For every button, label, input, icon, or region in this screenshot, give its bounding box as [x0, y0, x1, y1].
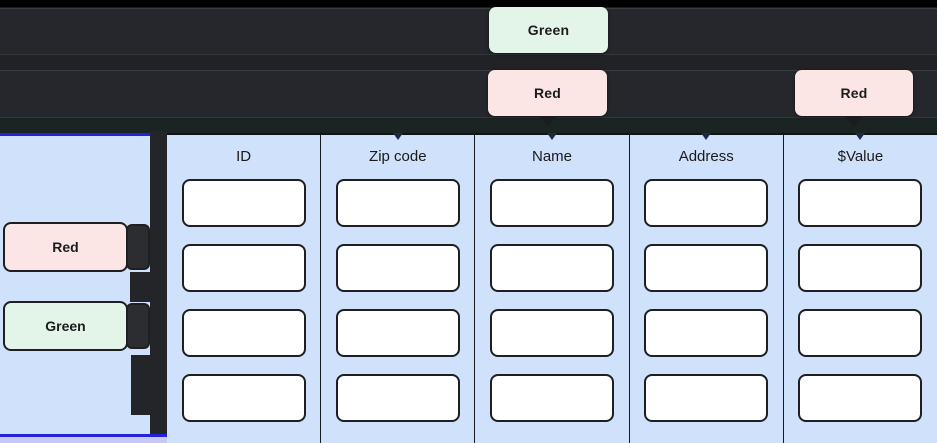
left-panel-bottom-seam: [0, 437, 167, 443]
top-black-strip: [0, 0, 937, 7]
backdrop-teal-strip: [0, 117, 937, 134]
floating-badge-red-name-column[interactable]: Red: [488, 70, 607, 116]
table-cell[interactable]: [644, 309, 769, 357]
table-cell[interactable]: [798, 179, 923, 227]
table-cell[interactable]: [490, 374, 614, 422]
left-panel-notch-lower: [131, 355, 150, 415]
badge-pointer-icon-name: [539, 116, 557, 127]
table-cell[interactable]: [181, 179, 306, 227]
table-cell[interactable]: [490, 244, 614, 292]
backdrop-band-2: [0, 70, 937, 118]
badge-pointer-icon-value: [845, 116, 863, 127]
table-cell[interactable]: [644, 179, 769, 227]
column-header: Zip code: [369, 148, 427, 165]
table-cell[interactable]: [490, 309, 614, 357]
table-cell[interactable]: [335, 374, 460, 422]
side-badge-red-shadow: [126, 224, 150, 270]
column-header: $Value: [837, 148, 884, 165]
table-cell[interactable]: [798, 309, 923, 357]
floating-badge-green[interactable]: Green: [489, 7, 608, 53]
table-cell[interactable]: [181, 309, 306, 357]
column-cells: [321, 179, 474, 422]
panel-table-divider: [150, 131, 167, 443]
table-cell[interactable]: [798, 244, 923, 292]
column-header: ID: [236, 148, 252, 165]
table-cell[interactable]: [181, 244, 306, 292]
column-marker-icon: [392, 133, 403, 140]
left-panel: [0, 133, 150, 437]
side-badge-green[interactable]: Green: [3, 301, 128, 351]
table-cell[interactable]: [181, 374, 306, 422]
column-cells: [630, 179, 783, 422]
table-cell[interactable]: [644, 374, 769, 422]
backdrop-band-1: [0, 8, 937, 55]
column-marker-icon: [855, 133, 866, 140]
table-column-name: Name: [475, 133, 630, 443]
table-cell[interactable]: [490, 179, 614, 227]
table-cell[interactable]: [335, 244, 460, 292]
column-header: Address: [678, 148, 734, 165]
table-column-address: Address: [630, 133, 784, 443]
left-panel-bottom-border: [0, 434, 167, 437]
column-header: Name: [532, 148, 573, 165]
side-badge-green-shadow: [126, 303, 150, 349]
column-marker-icon: [547, 133, 557, 140]
backdrop-gap: [0, 54, 937, 71]
table-cell[interactable]: [335, 309, 460, 357]
table-column-id: ID: [167, 135, 322, 443]
table-cell[interactable]: [335, 179, 460, 227]
table-cell[interactable]: [798, 374, 923, 422]
column-cells: [167, 179, 320, 422]
column-marker-icon: [701, 133, 712, 140]
left-panel-notch-upper: [130, 272, 150, 302]
data-table: ID Zip code Name Address $Value: [167, 133, 937, 443]
side-badge-red[interactable]: Red: [3, 222, 128, 272]
floating-badge-red-value-column[interactable]: Red: [795, 70, 913, 116]
column-cells: [784, 179, 937, 422]
table-column-zip-code: Zip code: [321, 133, 476, 443]
table-cell[interactable]: [644, 244, 769, 292]
column-cells: [475, 179, 628, 422]
table-column-value: $Value: [784, 133, 937, 443]
